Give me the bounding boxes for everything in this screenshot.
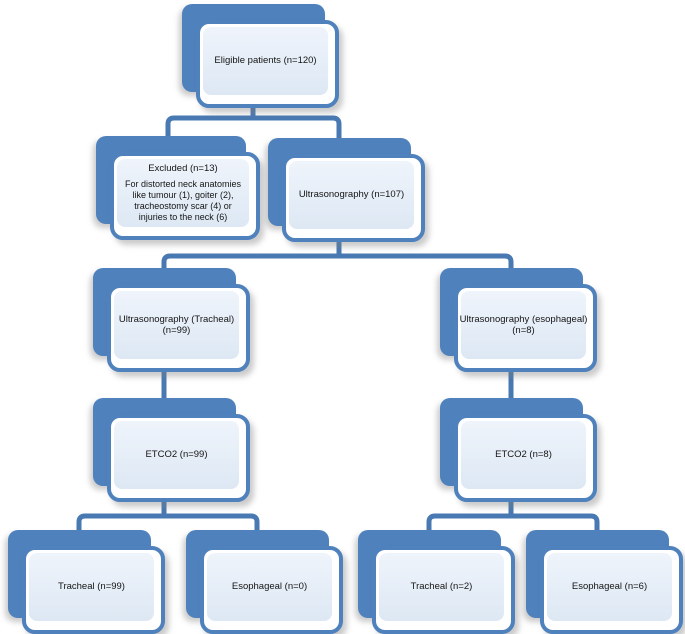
- box-front: Esophageal (n=6): [540, 546, 683, 634]
- node-label: Ultrasonography (n=107): [298, 189, 405, 201]
- box-label-area: Ultrasonography (esophageal) (n=8): [459, 291, 588, 359]
- box-front: Ultrasonography (esophageal) (n=8): [454, 284, 597, 372]
- box-front: ETCO2 (n=8): [454, 414, 597, 502]
- node-label: Esophageal (n=6): [571, 581, 648, 593]
- node-excluded: Excluded (n=13) For distorted neck anato…: [96, 136, 260, 240]
- node-final-tracheal-99: Tracheal (n=99): [8, 530, 165, 634]
- node-ultrasonography: Ultrasonography (n=107): [268, 138, 425, 242]
- node-body-line: injuries to the neck (6): [138, 211, 228, 222]
- box-label-area: Tracheal (n=2): [379, 553, 504, 621]
- node-label: Tracheal (n=99): [58, 581, 125, 593]
- node-label: Excluded (n=13): [148, 163, 218, 175]
- node-ultrasonography-esophageal: Ultrasonography (esophageal) (n=8): [440, 268, 597, 372]
- box-label-area: Tracheal (n=99): [29, 553, 154, 621]
- box-front: Excluded (n=13) For distorted neck anato…: [110, 152, 260, 240]
- node-etco2-tracheal: ETCO2 (n=99): [93, 398, 250, 502]
- connector-etco2-esophageal-split: [426, 513, 600, 536]
- node-label: Tracheal (n=2): [410, 581, 473, 593]
- node-final-esophageal-6: Esophageal (n=6): [526, 530, 683, 634]
- node-label: ETCO2 (n=8): [495, 449, 552, 461]
- box-label-area: ETCO2 (n=99): [114, 421, 239, 489]
- node-label: Ultrasonography (esophageal): [459, 313, 588, 325]
- box-label-area: ETCO2 (n=8): [461, 421, 586, 489]
- connector-ultrasonography-split: [161, 253, 514, 276]
- node-label: Eligible patients (n=120): [214, 55, 317, 67]
- box-front: Tracheal (n=2): [372, 546, 515, 634]
- box-front: Ultrasonography (Tracheal) (n=99): [107, 284, 250, 372]
- box-front: Eligible patients (n=120): [196, 20, 339, 108]
- node-label: ETCO2 (n=99): [145, 449, 208, 461]
- box-label-area: Ultrasonography (n=107): [289, 161, 414, 229]
- box-label-area: Esophageal (n=6): [547, 553, 672, 621]
- node-ultrasonography-tracheal: Ultrasonography (Tracheal) (n=99): [93, 268, 250, 372]
- connector-eligible-split: [165, 115, 342, 146]
- node-body-line: like tumour (1), goiter (2),: [132, 189, 234, 200]
- node-final-tracheal-2: Tracheal (n=2): [358, 530, 515, 634]
- node-final-esophageal-0: Esophageal (n=0): [186, 530, 343, 634]
- box-label-area: Excluded (n=13) For distorted neck anato…: [117, 159, 249, 227]
- box-label-area: Eligible patients (n=120): [203, 27, 328, 95]
- box-label-area: Ultrasonography (Tracheal) (n=99): [114, 291, 239, 359]
- box-front: ETCO2 (n=99): [107, 414, 250, 502]
- node-etco2-esophageal: ETCO2 (n=8): [440, 398, 597, 502]
- box-front: Esophageal (n=0): [200, 546, 343, 634]
- node-sublabel: (n=99): [162, 325, 191, 336]
- node-body-line: For distorted neck anatomies: [124, 178, 242, 189]
- box-front: Ultrasonography (n=107): [282, 154, 425, 242]
- node-label: Ultrasonography (Tracheal): [118, 313, 235, 325]
- connector-etco2-tracheal-split: [76, 513, 260, 536]
- node-eligible-patients: Eligible patients (n=120): [182, 4, 339, 108]
- box-label-area: Esophageal (n=0): [207, 553, 332, 621]
- box-front: Tracheal (n=99): [22, 546, 165, 634]
- node-sublabel: (n=8): [512, 325, 535, 336]
- node-label: Esophageal (n=0): [231, 581, 308, 593]
- node-body-line: tracheostomy scar (4) or: [134, 200, 232, 211]
